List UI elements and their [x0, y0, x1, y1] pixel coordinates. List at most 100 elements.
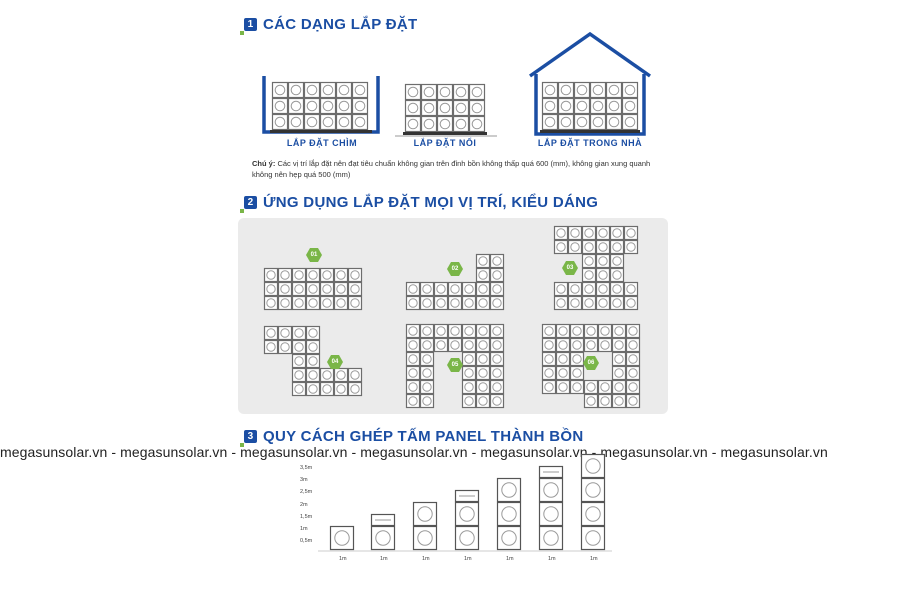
- panel-cell: [263, 325, 279, 341]
- panel-cell: [405, 337, 421, 353]
- panel-cell: [567, 295, 583, 311]
- panel-cell: [370, 525, 396, 551]
- panel-cell: [461, 365, 477, 381]
- panel-cell: [351, 113, 369, 131]
- panel-cell: [277, 267, 293, 283]
- panel-cell: [583, 393, 599, 409]
- panel-cell: [621, 97, 639, 115]
- panel-cell: [605, 113, 623, 131]
- panel-cell: [347, 367, 363, 383]
- panel-cell: [557, 81, 575, 99]
- panel-cell: [333, 367, 349, 383]
- panel-cell: [419, 393, 435, 409]
- panel-cell: [611, 323, 627, 339]
- panel-cell: [625, 337, 641, 353]
- note: Chú ý: Các vị trí lắp đặt nên đạt tiêu c…: [252, 158, 672, 180]
- panel-cell: [461, 295, 477, 311]
- panel-cell: [405, 323, 421, 339]
- panel-cell: [347, 381, 363, 397]
- panel-cell: [541, 365, 557, 381]
- panel-cell: [452, 83, 470, 101]
- panel-cell: [405, 281, 421, 297]
- panel-cell: [489, 337, 505, 353]
- x-width-label: 1m: [422, 556, 430, 562]
- panel-cell: [580, 453, 606, 479]
- panel-cell: [475, 393, 491, 409]
- panel-cell: [412, 525, 438, 551]
- panel-cell: [335, 113, 353, 131]
- panel-cell: [489, 365, 505, 381]
- x-width-label: 1m: [380, 556, 388, 562]
- panel-cell: [404, 99, 422, 117]
- panel-cell: [291, 267, 307, 283]
- panel-cell: [319, 281, 335, 297]
- panel-cell: [581, 253, 597, 269]
- panel-cell: [541, 113, 559, 131]
- panel-cell: [489, 295, 505, 311]
- panel-cell: [263, 339, 279, 355]
- panel-cell: [347, 267, 363, 283]
- panel-cell: [405, 351, 421, 367]
- panel-cell: [496, 501, 522, 527]
- base-frame: [403, 132, 487, 135]
- panel-cell: [454, 501, 480, 527]
- x-width-label: 1m: [339, 556, 347, 562]
- panel-cell: [461, 351, 477, 367]
- panel-cell: [333, 381, 349, 397]
- layout-badge-01: 01: [306, 248, 322, 262]
- panel-cell: [333, 295, 349, 311]
- panel-cell: [489, 351, 505, 367]
- panel-cell: [333, 267, 349, 283]
- panel-cell: [263, 267, 279, 283]
- panel-cell: [263, 295, 279, 311]
- panel-cell: [595, 253, 611, 269]
- panel-cell: [404, 115, 422, 133]
- panel-cell: [405, 379, 421, 395]
- panel-cell: [475, 295, 491, 311]
- section1-text: CÁC DẠNG LẮP ĐẶT: [263, 16, 418, 33]
- panel-cell: [489, 267, 505, 283]
- panel-cell: [541, 379, 557, 395]
- layout-badge-05: 05: [447, 358, 463, 372]
- panel-cell: [447, 323, 463, 339]
- panel-cell: [305, 325, 321, 341]
- panel-cell: [621, 81, 639, 99]
- panel-cell: [553, 239, 569, 255]
- panel-cell: [419, 379, 435, 395]
- half-panel-cell: [370, 513, 396, 527]
- panel-cell: [419, 365, 435, 381]
- panel-cell: [404, 83, 422, 101]
- half-panel-cell: [538, 465, 564, 479]
- panel-cell: [303, 113, 321, 131]
- panel-cell: [581, 239, 597, 255]
- panel-cell: [419, 351, 435, 367]
- x-width-label: 1m: [590, 556, 598, 562]
- panel-cell: [555, 365, 571, 381]
- house-walls: [534, 74, 646, 136]
- panel-cell: [609, 267, 625, 283]
- panel-cell: [583, 323, 599, 339]
- panel-cell: [581, 295, 597, 311]
- panel-cell: [553, 281, 569, 297]
- panel-cell: [611, 365, 627, 381]
- panel-cell: [329, 525, 355, 551]
- panel-cell: [305, 381, 321, 397]
- panel-cell: [541, 351, 557, 367]
- panel-cell: [287, 81, 305, 99]
- panel-cell: [452, 115, 470, 133]
- panel-cell: [305, 295, 321, 311]
- layout-badge-03: 03: [562, 261, 578, 275]
- panel-cell: [581, 281, 597, 297]
- panel-cell: [419, 281, 435, 297]
- panel-cell: [291, 339, 307, 355]
- panel-cell: [303, 97, 321, 115]
- panel-cell: [580, 525, 606, 551]
- panel-cell: [461, 323, 477, 339]
- panel-cell: [623, 281, 639, 297]
- panel-cell: [589, 113, 607, 131]
- section2-number: 2: [240, 196, 257, 213]
- panel-cell: [611, 393, 627, 409]
- panel-cell: [291, 381, 307, 397]
- panel-cell: [557, 113, 575, 131]
- panel-cell: [489, 253, 505, 269]
